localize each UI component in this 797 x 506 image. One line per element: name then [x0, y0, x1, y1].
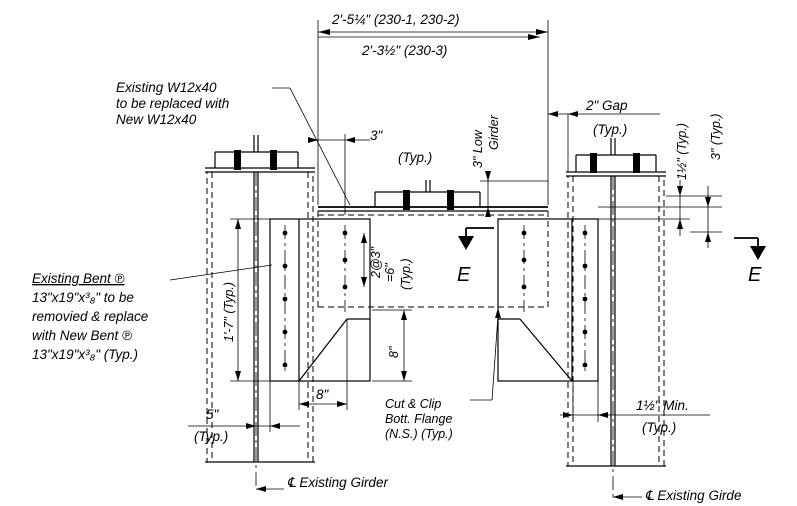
five-inch-typ-dimension: 5" (Typ.) — [188, 381, 300, 444]
top-width-dimension: 2'-5¼" (230-1, 230-2) 2'-3½" (230-3) — [317, 12, 549, 205]
svg-text:℄ Existing Girder: ℄ Existing Girder — [287, 475, 388, 490]
svg-text:℄ Existing Girde: ℄ Existing Girde — [645, 488, 741, 503]
section-mark-left: E — [457, 227, 494, 286]
svg-text:Existing W12x40: Existing W12x40 — [116, 80, 217, 95]
svg-text:to be replaced with: to be replaced with — [116, 96, 229, 111]
svg-text:Existing Bent ℗: Existing Bent ℗ — [32, 271, 125, 286]
gap-dimension: 2" Gap (Typ.) — [548, 98, 660, 172]
right-existing-girder — [566, 138, 666, 500]
new-w12x40-beam — [317, 180, 549, 308]
svg-text:1'-7" (Typ.): 1'-7" (Typ.) — [222, 282, 236, 342]
three-inch-typ-dimension-left: 3" (Typ.) — [308, 128, 432, 215]
svg-text:1½" (Typ.): 1½" (Typ.) — [675, 123, 689, 180]
width-230-3-label: 2'-3½" (230-3) — [361, 43, 447, 58]
svg-text:New W12x40: New W12x40 — [116, 112, 197, 127]
svg-text:(Typ.): (Typ.) — [593, 122, 627, 137]
w12x40-note: Existing W12x40 to be replaced with New … — [116, 80, 351, 206]
bolt-spacing-dimension: 2@3" =6" (Typ.) — [361, 233, 413, 290]
right-vertical-dimensions: 1½" (Typ.) 3" (Typ.) — [598, 113, 723, 248]
svg-text:1½" Min.: 1½" Min. — [636, 398, 689, 413]
svg-text:Cut & Clip: Cut & Clip — [385, 397, 441, 411]
svg-text:(Typ.): (Typ.) — [642, 420, 676, 435]
svg-text:2@3": 2@3" — [369, 246, 383, 279]
svg-text:2" Gap: 2" Gap — [585, 98, 628, 113]
svg-text:3" (Typ.): 3" (Typ.) — [709, 113, 723, 160]
svg-text:13"x19"x³₈" to be: 13"x19"x³₈" to be — [32, 290, 134, 305]
svg-text:(Typ.): (Typ.) — [398, 150, 432, 165]
svg-text:3" Low: 3" Low — [471, 129, 485, 168]
svg-text:3": 3" — [370, 128, 384, 143]
width-230-1-label: 2'-5¼" (230-1, 230-2) — [331, 12, 459, 27]
svg-text:(N.S.) (Typ.): (N.S.) (Typ.) — [385, 427, 453, 441]
low-girder-dimension: 3" Low Girder — [471, 114, 548, 217]
plate-height-dimension: 1'-7" (Typ.) — [222, 218, 272, 382]
svg-text:13"x19"x³₈" (Typ.): 13"x19"x³₈" (Typ.) — [32, 347, 138, 362]
svg-text:Bott. Flange: Bott. Flange — [385, 412, 452, 426]
svg-text:(Typ.): (Typ.) — [399, 258, 413, 290]
svg-text:=6": =6" — [383, 263, 397, 282]
centerline-label-left: ℄ Existing Girder — [256, 475, 388, 492]
svg-text:removied & replace: removied & replace — [32, 309, 148, 324]
centerline-label-right: ℄ Existing Girde — [613, 488, 741, 503]
section-mark-right: E — [734, 237, 766, 286]
cut-clip-note: Cut & Clip Bott. Flange (N.S.) (Typ.) — [385, 308, 501, 441]
svg-text:8": 8" — [387, 346, 401, 358]
svg-text:(Typ.): (Typ.) — [194, 429, 228, 444]
svg-text:8": 8" — [316, 387, 330, 402]
svg-text:with New Bent ℗: with New Bent ℗ — [32, 328, 132, 343]
svg-text:5": 5" — [206, 407, 220, 422]
bolt-holes — [282, 230, 588, 368]
left-existing-girder — [205, 135, 315, 490]
clip-width-dimension: 8" — [298, 319, 348, 410]
clip-height-dimension: 8" — [372, 309, 412, 382]
min-gap-dimension: 1½" Min. (Typ.) — [560, 381, 710, 435]
bent-plate-note: Existing Bent ℗ 13"x19"x³₈" to be removi… — [32, 264, 273, 362]
svg-text:E: E — [748, 264, 762, 286]
svg-text:E: E — [457, 264, 471, 286]
svg-text:Girder: Girder — [487, 114, 501, 150]
